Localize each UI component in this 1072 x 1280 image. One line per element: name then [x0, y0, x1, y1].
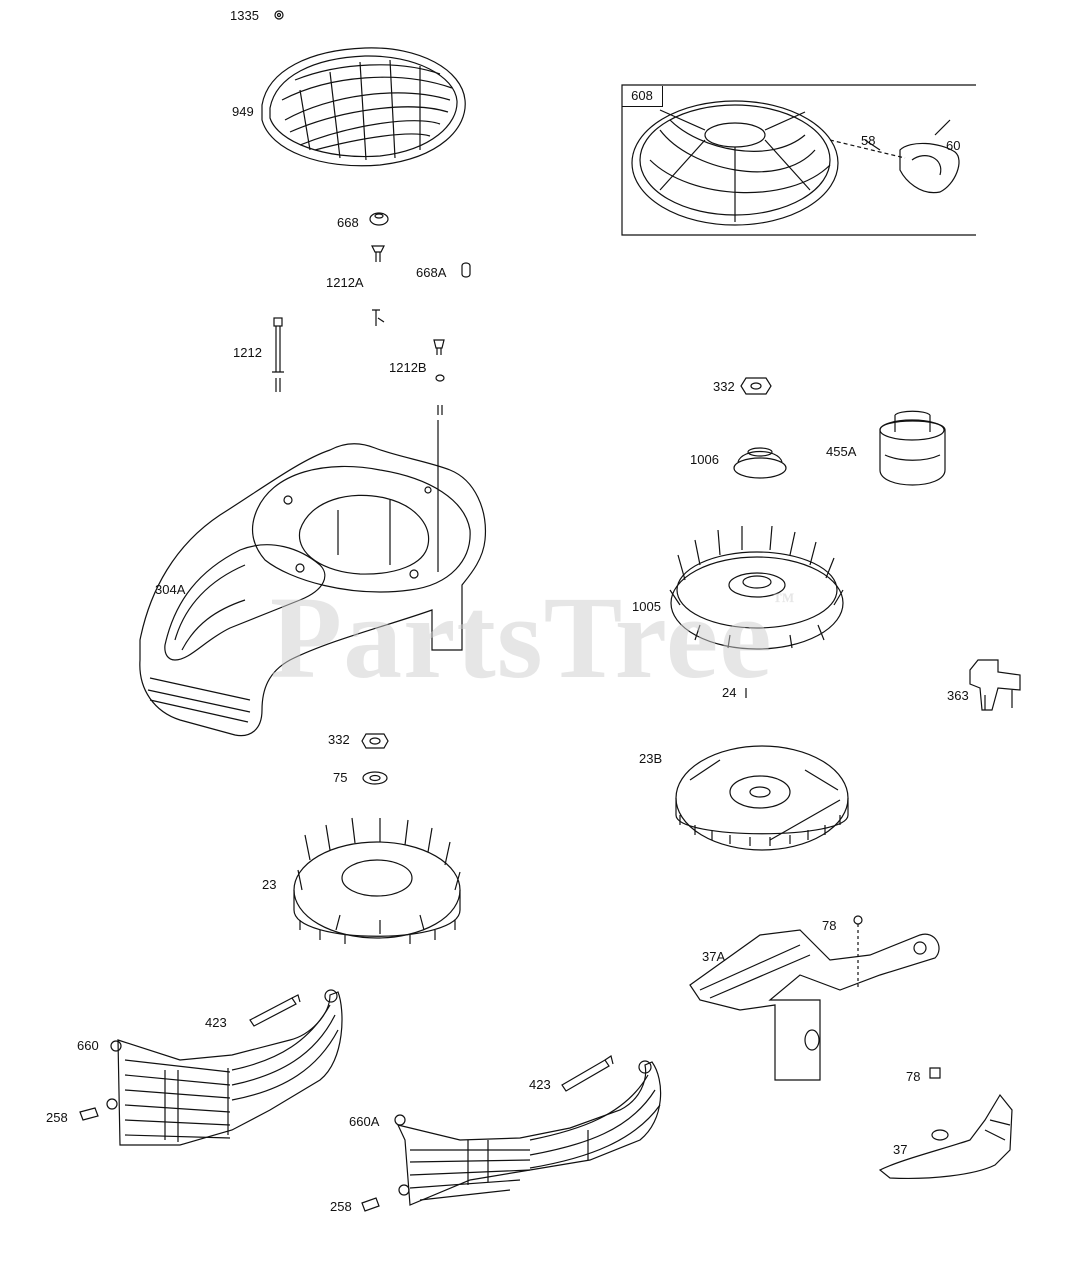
- part-78-screw-lower[interactable]: [929, 1067, 941, 1079]
- part-668A-spacer[interactable]: [461, 262, 471, 278]
- callout-668A: 668A: [416, 265, 447, 280]
- callout-660: 660: [77, 1038, 99, 1053]
- part-1212-stud[interactable]: [272, 317, 284, 392]
- part-1005-fan[interactable]: [669, 525, 844, 650]
- part-423-pin-upper[interactable]: [249, 994, 301, 1027]
- part-660A-clip[interactable]: [394, 1114, 410, 1196]
- part-1212B-screw[interactable]: [433, 339, 445, 415]
- callout-668: 668: [337, 215, 359, 230]
- watermark: PartsTree™: [270, 570, 796, 706]
- part-304A-blower-housing[interactable]: [139, 420, 487, 737]
- callout-423-upper: 423: [205, 1015, 227, 1030]
- callout-949: 949: [232, 104, 254, 119]
- part-660-clip[interactable]: [110, 1040, 122, 1052]
- callout-37A: 37A: [702, 949, 726, 964]
- callout-332-lower: 332: [328, 732, 350, 747]
- callout-37: 37: [893, 1142, 908, 1157]
- callout-258-lower: 258: [330, 1199, 352, 1214]
- part-23-flywheel[interactable]: [293, 817, 461, 944]
- callout-60: 60: [946, 138, 961, 153]
- callout-363: 363: [947, 688, 969, 703]
- leader-lines: [864, 119, 951, 151]
- callout-78-upper: 78: [822, 918, 837, 933]
- part-332-nut-lower[interactable]: [361, 733, 389, 749]
- part-332-nut-upper[interactable]: [740, 377, 772, 395]
- part-423-pin-lower[interactable]: [561, 1055, 614, 1092]
- callout-1005: 1005: [632, 599, 661, 614]
- callout-660A: 660A: [349, 1114, 380, 1129]
- part-363-bracket[interactable]: [969, 659, 1021, 711]
- part-258-screw-lower[interactable]: [361, 1197, 380, 1212]
- part-608-box: [621, 84, 976, 236]
- part-1006-cup[interactable]: [733, 447, 787, 479]
- callout-1335: 1335: [230, 8, 259, 23]
- callout-75: 75: [333, 770, 348, 785]
- part-23B-flywheel[interactable]: [675, 745, 849, 851]
- callout-304A: 304A: [155, 582, 186, 597]
- callout-23: 23: [262, 877, 277, 892]
- part-75-washer[interactable]: [362, 771, 388, 785]
- part-37-lever[interactable]: [878, 1093, 1013, 1180]
- callout-423-lower: 423: [529, 1077, 551, 1092]
- callout-23B: 23B: [639, 751, 663, 766]
- callout-1212B: 1212B: [389, 360, 427, 375]
- part-660-baffle[interactable]: [117, 989, 343, 1146]
- part-608-starter[interactable]: [631, 100, 839, 226]
- part-78-screw-upper[interactable]: [853, 915, 863, 988]
- callout-455A: 455A: [826, 444, 857, 459]
- part-58-rope[interactable]: [829, 139, 906, 159]
- callout-1006: 1006: [690, 452, 719, 467]
- callout-78-lower: 78: [906, 1069, 921, 1084]
- part-1212A-screw[interactable]: [371, 245, 385, 326]
- callout-608: 608: [622, 86, 663, 107]
- part-37A-bracket[interactable]: [689, 929, 940, 1081]
- watermark-text: PartsTree: [270, 572, 773, 703]
- callout-1212A: 1212A: [326, 275, 364, 290]
- callout-58: 58: [861, 133, 876, 148]
- callout-24: 24: [722, 685, 737, 700]
- part-668-grommet[interactable]: [369, 212, 389, 226]
- part-1335-nut[interactable]: [274, 10, 284, 20]
- part-60-handle[interactable]: [899, 142, 960, 194]
- part-949-grille[interactable]: [261, 47, 466, 167]
- part-258-screw-upper[interactable]: [79, 1098, 118, 1121]
- watermark-trademark: ™: [772, 588, 796, 613]
- callout-1212: 1212: [233, 345, 262, 360]
- callout-332-upper: 332: [713, 379, 735, 394]
- part-660A-baffle[interactable]: [396, 1060, 662, 1206]
- callout-258-upper: 258: [46, 1110, 68, 1125]
- part-455A-cup[interactable]: [879, 410, 946, 486]
